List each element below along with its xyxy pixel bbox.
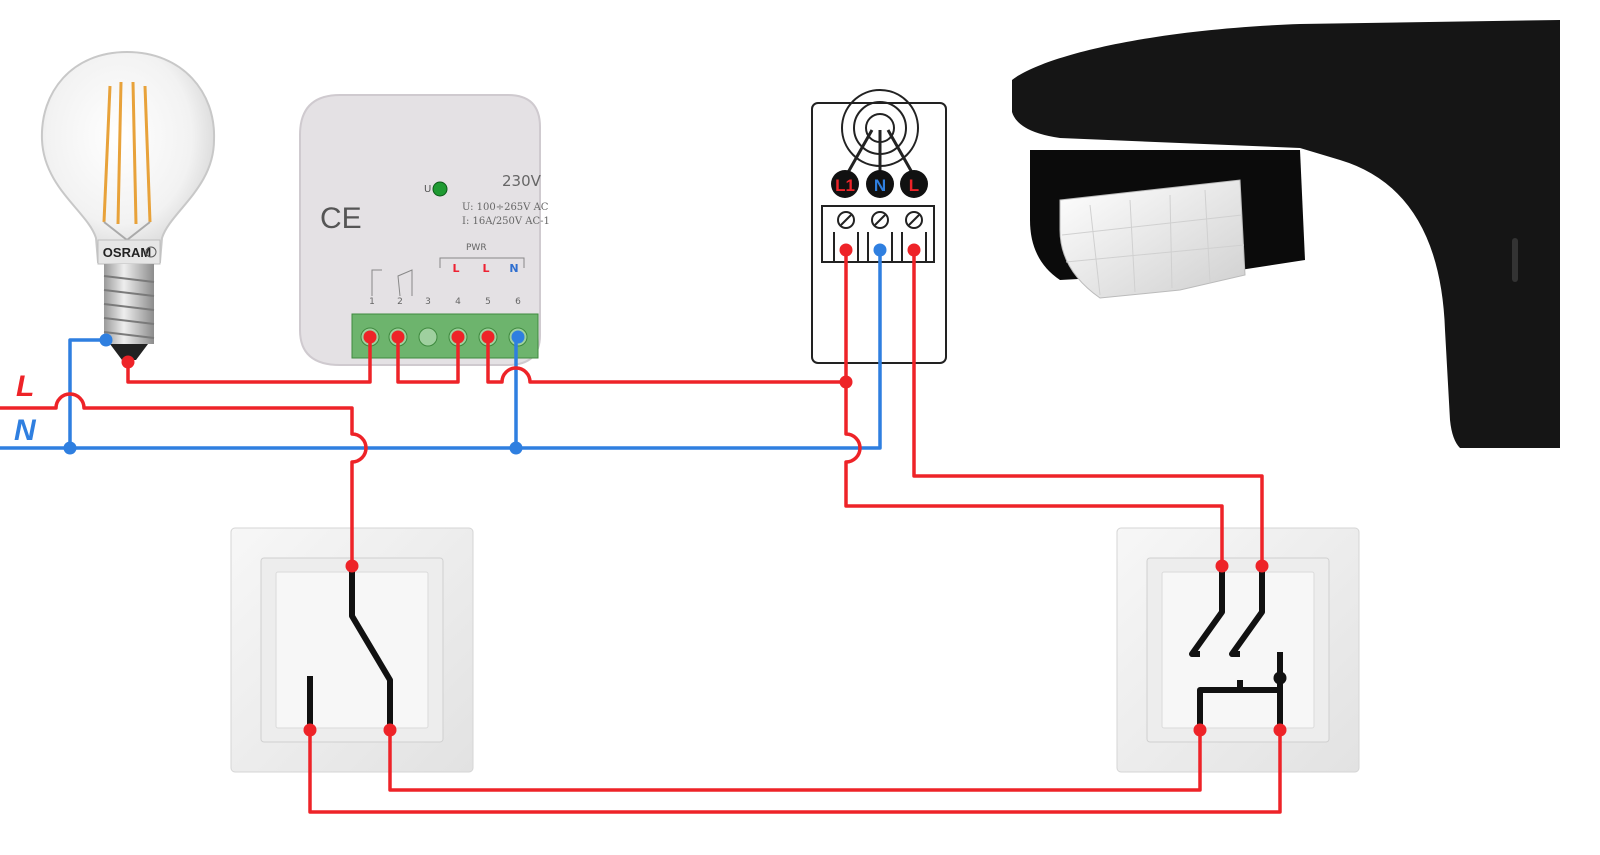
live-wires [0,250,1282,814]
sensor-n-dot [873,243,887,257]
relay-terminal-number-5: 5 [485,297,491,307]
relay-terminal-number-3: 3 [425,297,431,307]
neutral-junction-dot-1 [63,441,77,455]
switch-contacts [307,566,1283,728]
relay-module: CE U 230V U: 100÷265V AC I: 16A/250V AC-… [299,94,550,366]
relay-terminal-dot-1 [363,330,377,344]
relay-bridge-wire [396,337,460,384]
neutral-main-wire [0,250,882,450]
sensor-terminal-l-badge [900,170,928,198]
sensor-terminal-n-badge [866,170,894,198]
relay-led-label: U [424,184,431,195]
traveller-wire-outer [308,730,1282,814]
relay-pwr-terminal-3: N [509,262,518,275]
left-switch-bottom-dot-1 [303,723,317,737]
relay-module-icon [299,94,541,366]
sensor-terminal-l-label: L [909,176,919,195]
relay-terminal-number-4: 4 [455,297,461,307]
sensor-terminal-l1-badge [831,170,859,198]
right-switch-top-dot-1 [1215,559,1229,573]
relay-terminal-number-6: 6 [515,297,521,307]
relay-terminal-6-dot [511,330,525,344]
neutral-supply-label: N [14,414,37,447]
bulb-to-relay-wire [126,337,372,384]
sensor-terminal-n-label: N [874,176,886,195]
relay-status-led [432,181,448,197]
relay-to-sensor-wire [486,337,846,384]
live-supply-label: L [16,370,34,403]
right-switch-bottom-dot-2 [1273,723,1287,737]
right-switch-contact-1 [1189,566,1225,657]
right-switch-top-dot-2 [1255,559,1269,573]
right-switch-bottom-dot-1 [1193,723,1207,737]
traveller-wire-inner [388,730,1202,792]
left-switch-top-dot [345,559,359,573]
motion-sensor-icon [1012,20,1560,448]
relay-terminal-dot-3 [451,330,465,344]
relay-spec-voltage: U: 100÷265V AC [462,202,549,213]
right-switch-pivot-dot [1273,671,1287,685]
bulb-live-dot [121,355,135,369]
relay-terminal-strip [351,313,539,359]
live-supply-wire [0,392,368,566]
left-switch-bottom-dot-2 [383,723,397,737]
sensor-junction-dot [839,375,853,389]
relay-terminal-number-2: 2 [397,297,403,307]
relay-pwr-label: PWR [466,243,487,253]
switch-left [230,527,474,773]
relay-pwr-terminal-1: L [452,262,459,275]
relay-ce-mark: CE [320,202,362,235]
sensor-l1-dot [839,243,853,257]
neutral-bulb-wire [68,338,106,448]
relay-voltage-label: 230V [502,172,542,190]
right-switch-contact-2 [1229,566,1265,657]
left-switch-contact-common [349,566,393,728]
relay-terminal-number-1: 1 [369,297,375,307]
neutral-junction-dot-2 [509,441,523,455]
junction-dots [63,243,1287,737]
sensor-l-to-switch-wire [912,250,1264,566]
relay-spec-current: I: 16A/250V AC-1 [462,216,550,227]
bulb-brand-label: OSRAM [103,245,151,260]
sensor-l-dot [907,243,921,257]
motion-sensor [1012,20,1560,448]
sensor-lens [1059,179,1246,299]
sensor-l1-to-switch-wire [844,250,1224,566]
light-bulb-icon [40,50,216,263]
sensor-terminal-l1-label: L1 [835,176,855,195]
light-bulb: OSRAM [40,50,216,360]
relay-terminal-dot-2 [391,330,405,344]
relay-terminal-dot-4 [481,330,495,344]
bulb-neutral-dot [99,333,113,347]
neutral-wires [0,250,882,450]
relay-pwr-terminal-2: L [482,262,489,275]
